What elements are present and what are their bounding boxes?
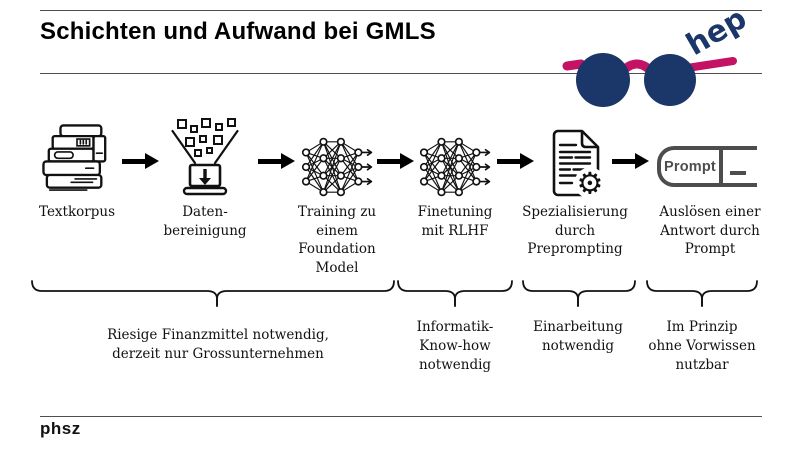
arrow-right-icon: [497, 153, 534, 170]
arrow-right-icon: [258, 153, 295, 170]
gear-backing: [574, 167, 606, 199]
stage-label-training: Training zu einem Foundation Model: [297, 204, 377, 276]
annotation-informatik: Informatik- Know-how notwendig: [416, 319, 494, 374]
prompt-box-input-area: [723, 150, 757, 183]
hep-logo: hep: [555, 1, 770, 120]
data-cleaning-icon: [170, 118, 240, 203]
gear-icon: ⚙: [577, 167, 604, 201]
prompt-box-label: Prompt: [661, 150, 723, 183]
document-gear-icon: ⚙: [544, 127, 608, 205]
stage-label-datenbereinigung: Daten- bereinigung: [163, 204, 247, 239]
cursor-icon: [730, 171, 746, 175]
stage-label-ausloesen: Auslösen einer Antwort durch Prompt: [659, 204, 761, 258]
header-rule: [40, 73, 762, 74]
stage-label-finetuning: Finetuning mit RLHF: [417, 204, 493, 239]
arrow-right-icon: [377, 153, 414, 170]
footer-rule: [40, 416, 762, 417]
annotation-einarbeitung: Einarbeitung notwendig: [533, 319, 623, 355]
neural-network-icon: [417, 136, 495, 203]
top-rule: [40, 10, 762, 11]
hep-logo-text: hep: [681, 12, 753, 63]
footer-brand: phsz: [40, 419, 81, 438]
neural-network-icon: [299, 136, 377, 203]
stage-label-textkorpus: Textkorpus: [38, 204, 115, 220]
stage-label-spezialisierung: Spezialisierung durch Preprompting: [522, 204, 628, 258]
slide-title: Schichten und Aufwand bei GMLS: [40, 18, 436, 45]
annotation-finanzmittel: Riesige Finanzmittel notwendig, derzeit …: [107, 327, 329, 363]
arrow-right-icon: [122, 153, 159, 170]
brace-icon: [31, 280, 758, 307]
glasses-icon: hep: [562, 1, 753, 107]
prompt-box-icon: Prompt: [657, 146, 757, 187]
books-icon: [42, 123, 112, 198]
annotation-prinzip: Im Prinzip ohne Vorwissen nutzbar: [648, 319, 756, 374]
arrow-right-icon: [612, 153, 649, 170]
